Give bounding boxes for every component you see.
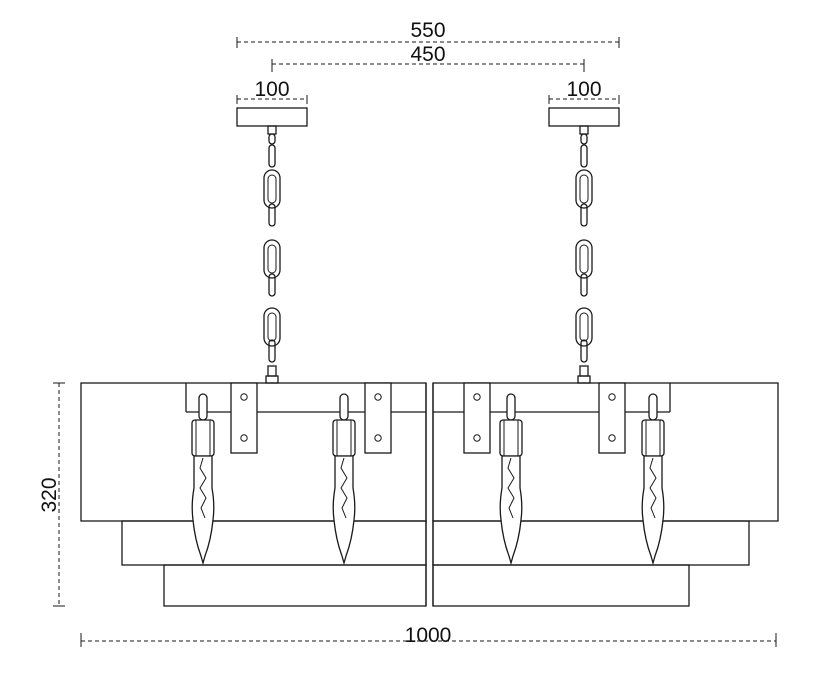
bulb-glass: [332, 455, 356, 566]
dimension-450: 450: [271, 43, 585, 72]
dimension-320-label: 320: [38, 477, 61, 512]
chain-large-link: [575, 239, 593, 279]
chain-small-link: [580, 273, 588, 297]
dimension-450-label: 450: [410, 43, 445, 66]
bulb-rod: [648, 393, 658, 421]
mounting-bracket: [463, 382, 491, 454]
lamp-body: [80, 382, 779, 607]
dimension-320: 320: [38, 382, 65, 607]
chain-connector: [267, 365, 277, 377]
screw-hole: [240, 434, 248, 442]
chain-connector: [579, 125, 589, 135]
chain-small-link: [580, 133, 588, 145]
chain-link-inner: [267, 312, 277, 342]
dimension-right-canopy: 100: [548, 78, 620, 104]
right-ceiling-canopy: [548, 107, 620, 127]
screw-hole: [240, 393, 248, 401]
chain-link-inner: [267, 244, 277, 274]
chain-base: [577, 375, 591, 384]
bulb-glass: [641, 455, 665, 566]
chain-connector: [579, 365, 589, 377]
screw-hole: [473, 393, 481, 401]
bulb-filament: [199, 457, 207, 519]
candle-bulb: [641, 393, 665, 566]
bulb-filament: [340, 457, 348, 519]
chain-small-link: [268, 133, 276, 145]
chain-small-link: [268, 273, 276, 297]
chain-link-inner: [579, 174, 589, 204]
dimension-left-canopy-label: 100: [254, 78, 289, 101]
bulb-glass: [499, 455, 523, 566]
screw-hole: [473, 434, 481, 442]
left-suspension-chain: [263, 125, 281, 384]
chain-small-link: [580, 339, 588, 363]
bulb-rod: [198, 393, 208, 421]
chain-small-link: [268, 339, 276, 363]
dimension-550: 550: [236, 19, 620, 48]
bulb-filament: [507, 457, 515, 519]
chain-large-link: [263, 239, 281, 279]
chain-link-inner: [579, 244, 589, 274]
right-suspension-chain: [575, 125, 593, 384]
mounting-frame: [185, 383, 671, 413]
screw-hole: [374, 393, 382, 401]
left-bottom-shade-panel: [163, 564, 427, 607]
bulb-filament: [649, 457, 657, 519]
screw-hole: [608, 434, 616, 442]
chain-small-link: [268, 203, 276, 227]
bulb-rod: [506, 393, 516, 421]
candle-bulb: [332, 393, 356, 566]
chain-link-inner: [267, 174, 277, 204]
candle-bulb: [499, 393, 523, 566]
chain-small-link: [580, 144, 588, 168]
bulb-rod: [339, 393, 349, 421]
left-ceiling-canopy: [236, 107, 308, 127]
dimension-left-canopy: 100: [236, 78, 308, 104]
mounting-bracket: [598, 382, 626, 454]
chain-connector: [267, 125, 277, 135]
bulb-socket: [191, 419, 215, 457]
dimension-1000-label: 1000: [405, 624, 452, 647]
dimension-right-canopy-label: 100: [566, 78, 601, 101]
dimension-1000: 1000: [80, 624, 777, 647]
chain-small-link: [580, 203, 588, 227]
chain-link-inner: [579, 312, 589, 342]
left-middle-shade-panel: [121, 520, 427, 566]
right-bottom-shade-panel: [432, 564, 690, 607]
chain-large-link: [575, 307, 593, 347]
screw-hole: [374, 434, 382, 442]
right-middle-shade-panel: [432, 520, 750, 566]
bracket-group: [230, 382, 626, 454]
screw-hole: [608, 393, 616, 401]
chain-small-link: [268, 144, 276, 168]
mounting-bracket: [230, 382, 258, 454]
bulb-socket: [641, 419, 665, 457]
chain-large-link: [263, 307, 281, 347]
chain-large-link: [263, 169, 281, 209]
chain-large-link: [575, 169, 593, 209]
bulb-glass: [191, 455, 215, 566]
candle-bulb: [191, 393, 215, 566]
dimension-550-label: 550: [410, 19, 445, 42]
bulb-group: [191, 393, 665, 566]
chain-base: [265, 375, 279, 384]
mounting-bracket: [364, 382, 392, 454]
bulb-socket: [499, 419, 523, 457]
bulb-socket: [332, 419, 356, 457]
